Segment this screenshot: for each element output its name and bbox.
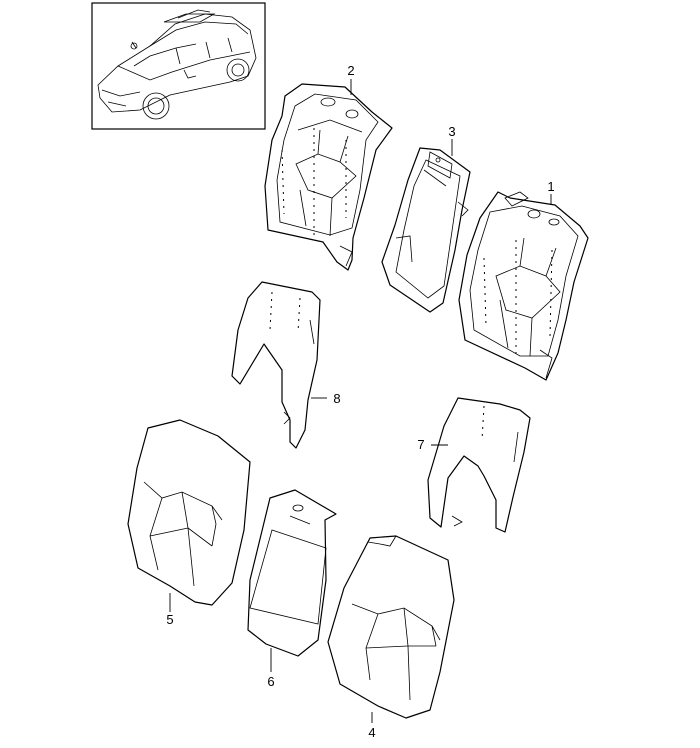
part-6-foam-pad [247, 489, 337, 657]
part-number-labels: 2 3 1 8 7 5 6 4 [166, 63, 554, 740]
vehicle-thumbnail [91, 2, 266, 130]
label-part-1: 1 [547, 179, 554, 194]
part-3-backrest-bracket [381, 147, 471, 313]
label-part-8: 8 [333, 391, 340, 406]
part-5-backrest-cover [127, 419, 251, 606]
label-part-5: 5 [166, 612, 173, 627]
part-2-backrest-frame [264, 83, 393, 271]
part-8-padding-left [231, 281, 321, 449]
part-4-backrest-cover [327, 535, 455, 719]
leader-lines [169, 79, 552, 723]
label-part-2: 2 [347, 63, 354, 78]
label-part-4: 4 [368, 725, 375, 740]
label-part-6: 6 [267, 674, 274, 689]
part-1-backrest-assembly [458, 191, 589, 381]
label-part-3: 3 [448, 124, 455, 139]
label-part-7: 7 [417, 437, 424, 452]
part-7-padding-right [427, 397, 531, 533]
